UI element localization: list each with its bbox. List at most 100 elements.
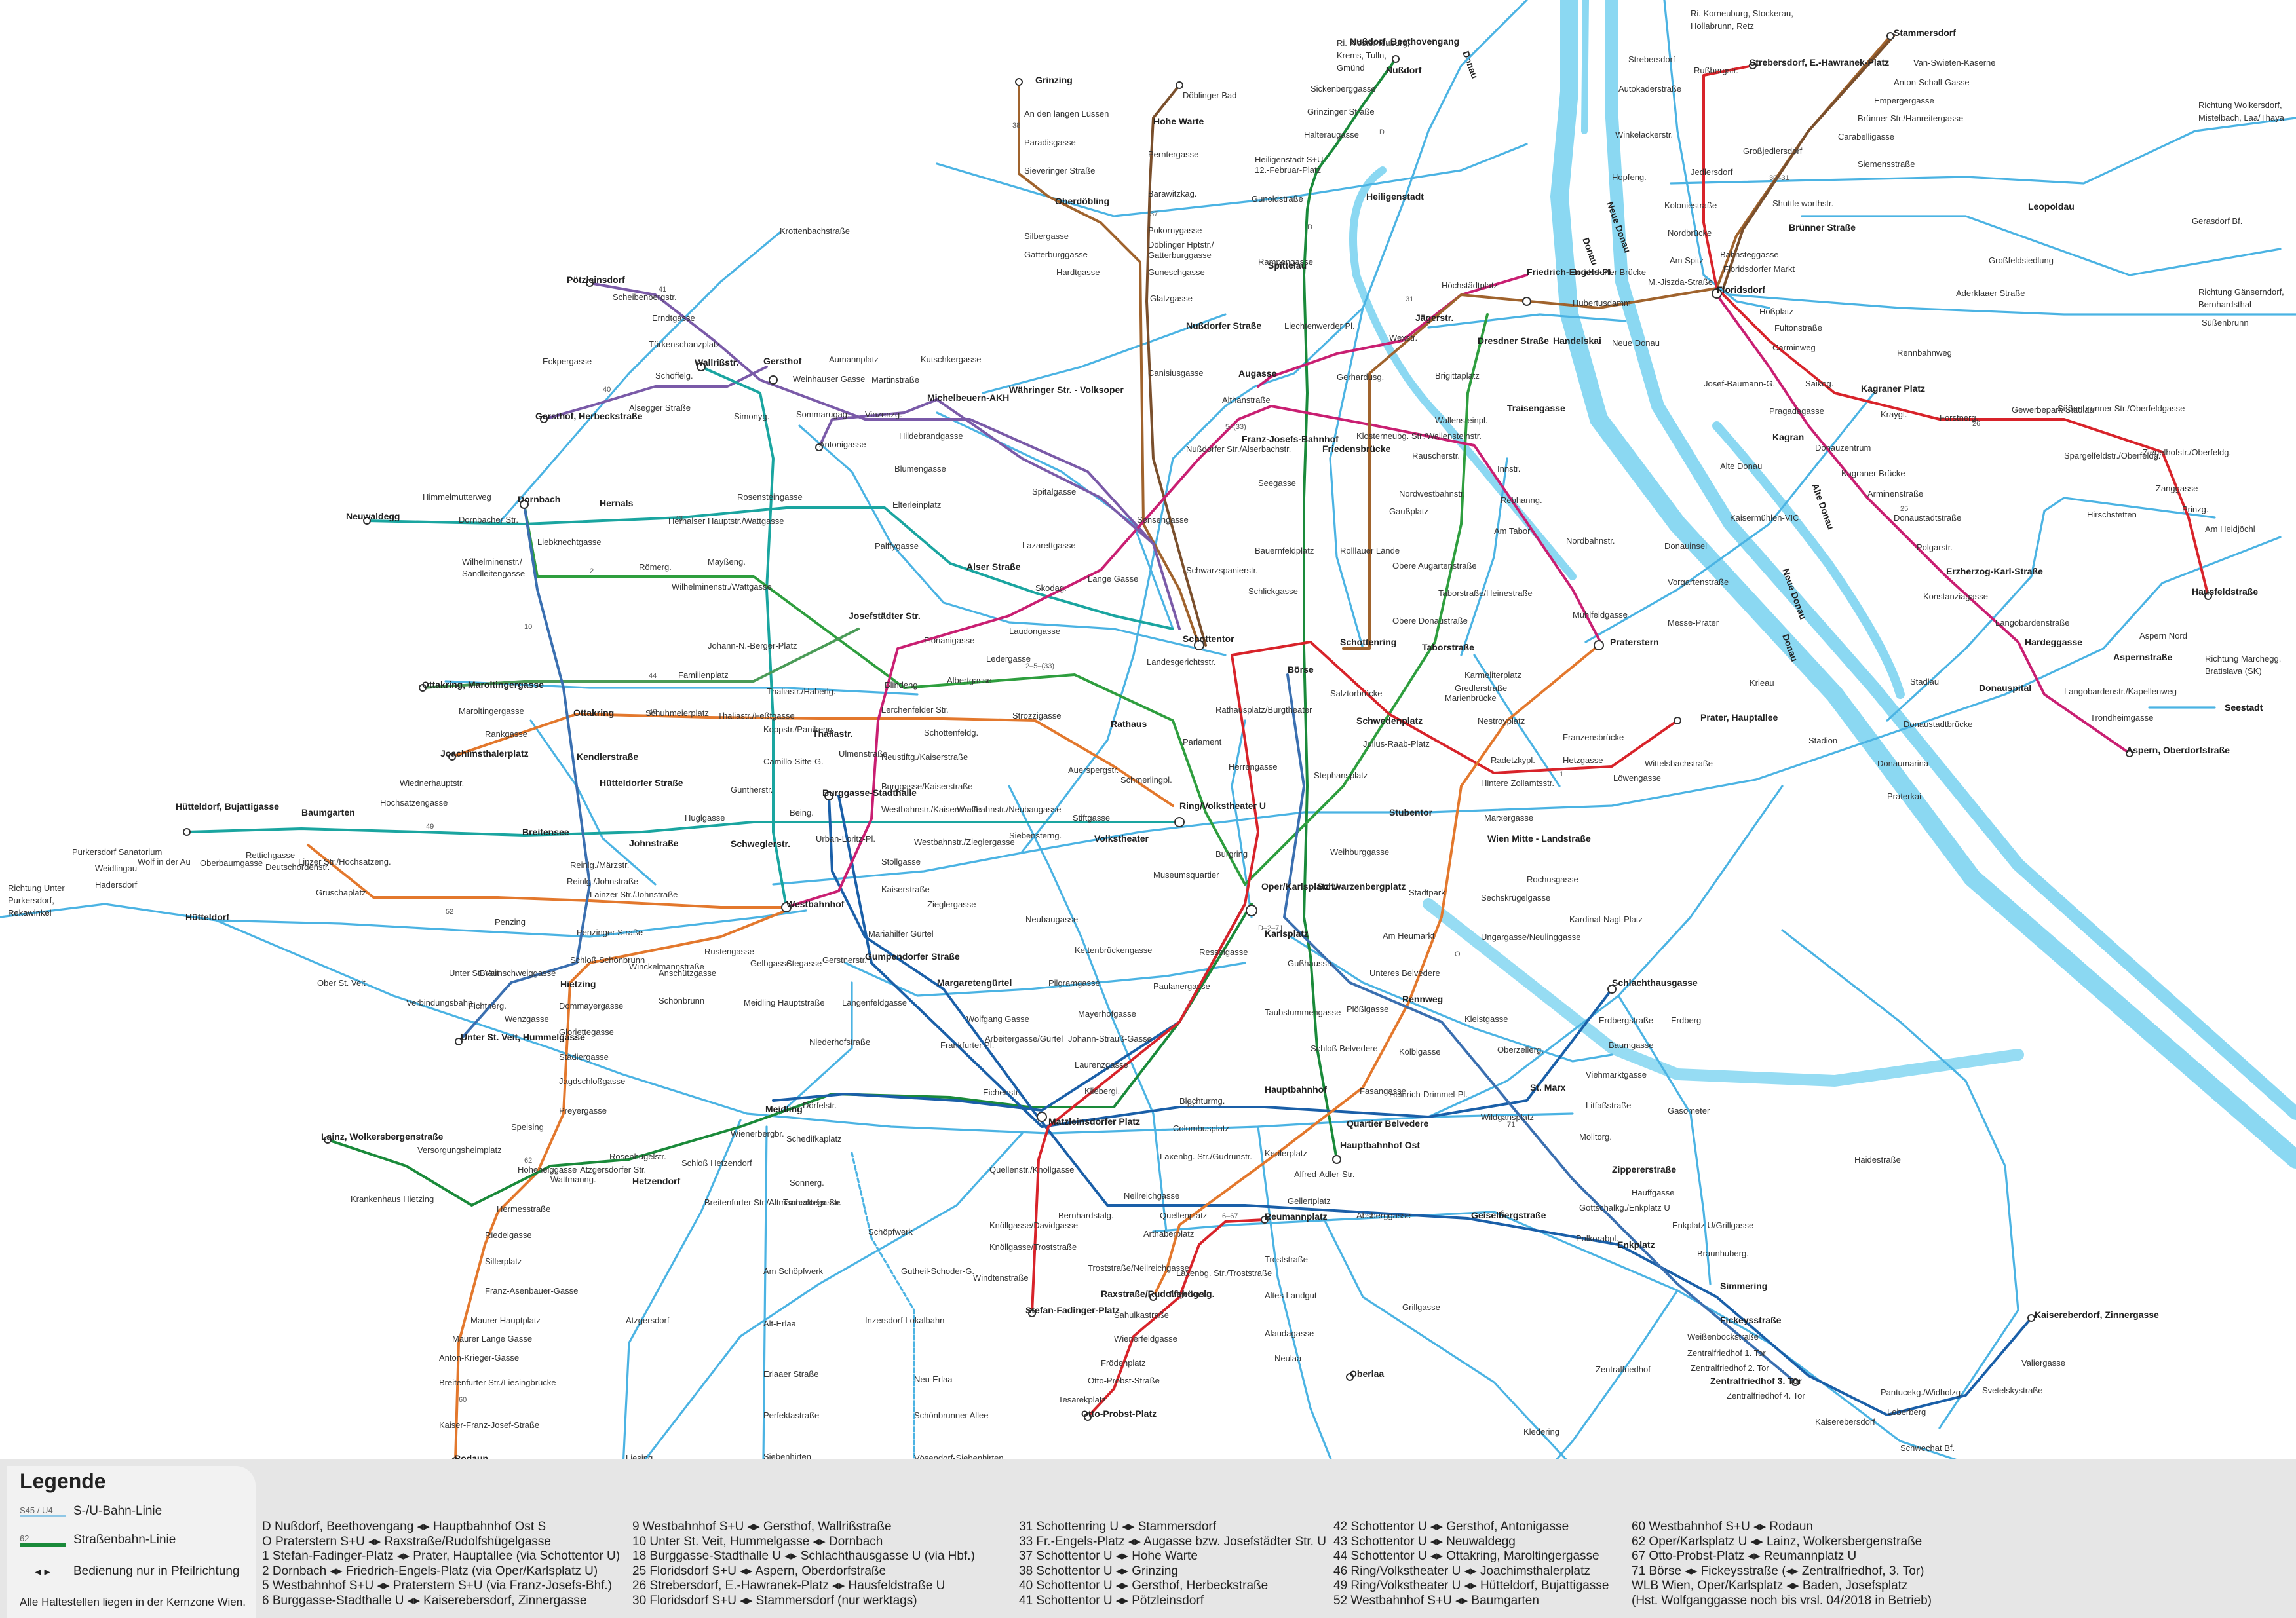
stop-stammersdorf[interactable] bbox=[1886, 32, 1894, 40]
stop-dornbach[interactable] bbox=[520, 500, 529, 509]
stop-hauptbahnhof-ost[interactable] bbox=[1332, 1155, 1341, 1164]
major-station-label-80: Hauptbahnhof Ost bbox=[1340, 1140, 1420, 1150]
station-label-127: Tesarekplatz bbox=[1058, 1395, 1106, 1404]
station-label-195: Gerhardusg. bbox=[1337, 372, 1384, 382]
major-station-label-10: Währinger Str. - Volksoper bbox=[1009, 385, 1124, 395]
direction-arrows-icon: ◂ ▸ bbox=[35, 1564, 50, 1578]
stop-unter-st-veit-hummelgasse[interactable] bbox=[455, 1038, 463, 1045]
outbound-label-13: Rekawinkel bbox=[8, 908, 52, 918]
stop-westbahnhof[interactable] bbox=[781, 902, 792, 912]
major-station-label-61: Neuwaldegg bbox=[346, 511, 400, 521]
stop-friedrich-engels-platz[interactable] bbox=[1522, 297, 1531, 306]
stop-ring-volkstheater[interactable] bbox=[1174, 817, 1185, 827]
line-5 bbox=[785, 405, 1603, 909]
stop-reumannplatz[interactable] bbox=[1261, 1216, 1269, 1224]
stop-oper-karlsplatz[interactable] bbox=[1246, 905, 1257, 916]
route-entry: 52 Westbahnhof S+U ◂▸ Baumgarten bbox=[1333, 1593, 1539, 1608]
station-label-4: 12.-Februar-Platz bbox=[1255, 165, 1321, 175]
station-label-25: Türkenschanzplatz bbox=[649, 339, 720, 349]
stop-stefan-fadinger-platz[interactable] bbox=[1028, 1309, 1036, 1317]
station-label-9: Sieveringer Straße bbox=[1024, 166, 1095, 176]
stop-antonigasse[interactable] bbox=[815, 443, 823, 451]
station-label-163: Erdberg bbox=[1671, 1015, 1701, 1025]
station-label-226: Bahnsteggasse bbox=[1720, 250, 1779, 259]
station-label-17: Döblinger Hptstr./ bbox=[1148, 240, 1214, 250]
stop-poetzleinsdorf[interactable] bbox=[586, 279, 594, 287]
tag-71: 71 bbox=[1507, 1121, 1515, 1129]
stop-schlachthausgasse[interactable] bbox=[1607, 985, 1617, 994]
station-label-301: Dommayergasse bbox=[559, 1001, 623, 1011]
station-label-157: Gottschalkg./Enkplatz U bbox=[1579, 1203, 1670, 1213]
tag-O: O bbox=[1455, 950, 1461, 958]
stop-joachimsthalerplatz[interactable] bbox=[448, 753, 456, 761]
stop-gersthof[interactable] bbox=[769, 375, 778, 385]
stop-floridsdorf[interactable] bbox=[1712, 288, 1722, 299]
station-label-43: Römerg. bbox=[639, 562, 672, 572]
station-label-38: Blumengasse bbox=[894, 464, 946, 474]
stop-strebersdorf[interactable] bbox=[1749, 62, 1757, 69]
station-label-287: Wolf in der Au bbox=[138, 857, 191, 867]
stop-nussdorf-beethovengang[interactable] bbox=[1392, 55, 1400, 63]
station-label-2: Halteraugasse bbox=[1304, 130, 1359, 140]
station-label-351: Lainzer Str./Johnstraße bbox=[590, 890, 678, 899]
legend-box bbox=[7, 1466, 256, 1618]
station-label-243: Aspern Nord bbox=[2139, 631, 2187, 641]
stop-kaiserebersdorf-zinnergasse[interactable] bbox=[2027, 1314, 2035, 1322]
station-label-145: Fasangasse bbox=[1360, 1086, 1406, 1096]
stop-matzleinsdorfer-platz[interactable] bbox=[1037, 1112, 1047, 1122]
station-label-247: Donaustadtstraße bbox=[1894, 513, 1961, 523]
stop-wallrissstrasse[interactable] bbox=[697, 362, 706, 371]
station-label-154: Gasometer bbox=[1668, 1106, 1710, 1116]
station-label-296: Unter St. Veit bbox=[449, 968, 499, 978]
station-label-42: Rosensteingasse bbox=[737, 492, 803, 502]
station-label-196: Wexstr. bbox=[1389, 333, 1417, 343]
station-label-48: Liebknechtgasse bbox=[537, 537, 602, 547]
stop-zentralfriedhof-3-tor[interactable] bbox=[1791, 1378, 1799, 1386]
sbahn-network bbox=[0, 0, 2296, 1508]
stop-praterstern[interactable] bbox=[1594, 640, 1604, 650]
station-label-36: Antonigasse bbox=[819, 440, 866, 449]
outbound-label-1: Krems, Tulln, bbox=[1337, 50, 1387, 60]
stop-gersthof-herbeckstrasse[interactable] bbox=[540, 415, 548, 423]
major-station-label-91: Raxstraße/Rudolfshügelg. bbox=[1101, 1289, 1214, 1299]
route-entry: 5 Westbahnhof S+U ◂▸ Praterstern S+U (vi… bbox=[262, 1579, 613, 1592]
stop-schottentor[interactable] bbox=[1194, 640, 1204, 650]
station-label-80: Florianigasse bbox=[924, 635, 974, 645]
stop-otto-probst-platz[interactable] bbox=[1084, 1413, 1092, 1421]
station-label-284: Purkersdorf Sanatorium bbox=[72, 847, 162, 857]
station-label-170: Radetzkypl. bbox=[1491, 755, 1535, 765]
major-station-label-34: Donauspital bbox=[1979, 683, 2031, 693]
station-label-179: Marienbrücke bbox=[1445, 693, 1497, 703]
station-label-266: Aderklaaer Straße bbox=[1956, 288, 2025, 298]
major-station-label-24: Strebersdorf, E.-Hawranek-Platz bbox=[1750, 57, 1889, 67]
stop-lainz-wolkersbergenstrasse[interactable] bbox=[324, 1136, 332, 1144]
stop-huetteldorf-bujattigasse[interactable] bbox=[183, 828, 191, 836]
stop-grinzing[interactable] bbox=[1015, 78, 1023, 86]
line-26 bbox=[1702, 64, 2210, 597]
stop-burggasse-stadthalle[interactable] bbox=[824, 791, 833, 800]
station-label-126: Otto-Probst-Straße bbox=[1088, 1376, 1160, 1385]
major-station-label-94: Kaisereberdorf, Zinnergasse bbox=[2035, 1309, 2159, 1320]
major-station-label-54: Burggasse-Stadthalle bbox=[822, 787, 917, 798]
stop-ottakring-maroltingergasse[interactable] bbox=[419, 684, 427, 692]
station-label-299: Wenzgasse bbox=[505, 1014, 549, 1024]
stop-hausfeldstrasse[interactable] bbox=[2204, 592, 2212, 600]
stop-neuwaldegg[interactable] bbox=[363, 517, 371, 525]
major-station-label-64: Joachimsthalerplatz bbox=[440, 748, 529, 759]
station-label-166: Sechskrügelgasse bbox=[1481, 893, 1550, 903]
major-station-label-31: Seestadt bbox=[2225, 702, 2263, 713]
stop-aspern-oberdorfstrasse[interactable] bbox=[2126, 749, 2133, 757]
stop-doeblinger-bad[interactable] bbox=[1176, 81, 1183, 89]
river-label-2: Donau bbox=[1580, 236, 1600, 267]
major-station-labels: Nußdorf, BeethovengangNußdorfGrinzingHoh… bbox=[176, 28, 2263, 1494]
station-label-55: Schuhmeierplatz bbox=[645, 708, 709, 718]
line-D bbox=[1303, 58, 1397, 1161]
station-label-140: Unteres Belvedere bbox=[1369, 968, 1440, 978]
station-label-291: Linzer Str./Hochsatzeng. bbox=[298, 857, 391, 867]
stop-prater-hauptallee[interactable] bbox=[1674, 717, 1681, 724]
station-label-263: Krieau bbox=[1750, 678, 1774, 688]
station-label-252: Langobardenstr./Kapellenweg bbox=[2064, 687, 2177, 696]
stop-oberlaa[interactable] bbox=[1346, 1373, 1354, 1381]
station-label-156: Hauffgasse bbox=[1632, 1188, 1675, 1197]
stop-raxstrasse[interactable] bbox=[1149, 1293, 1157, 1301]
